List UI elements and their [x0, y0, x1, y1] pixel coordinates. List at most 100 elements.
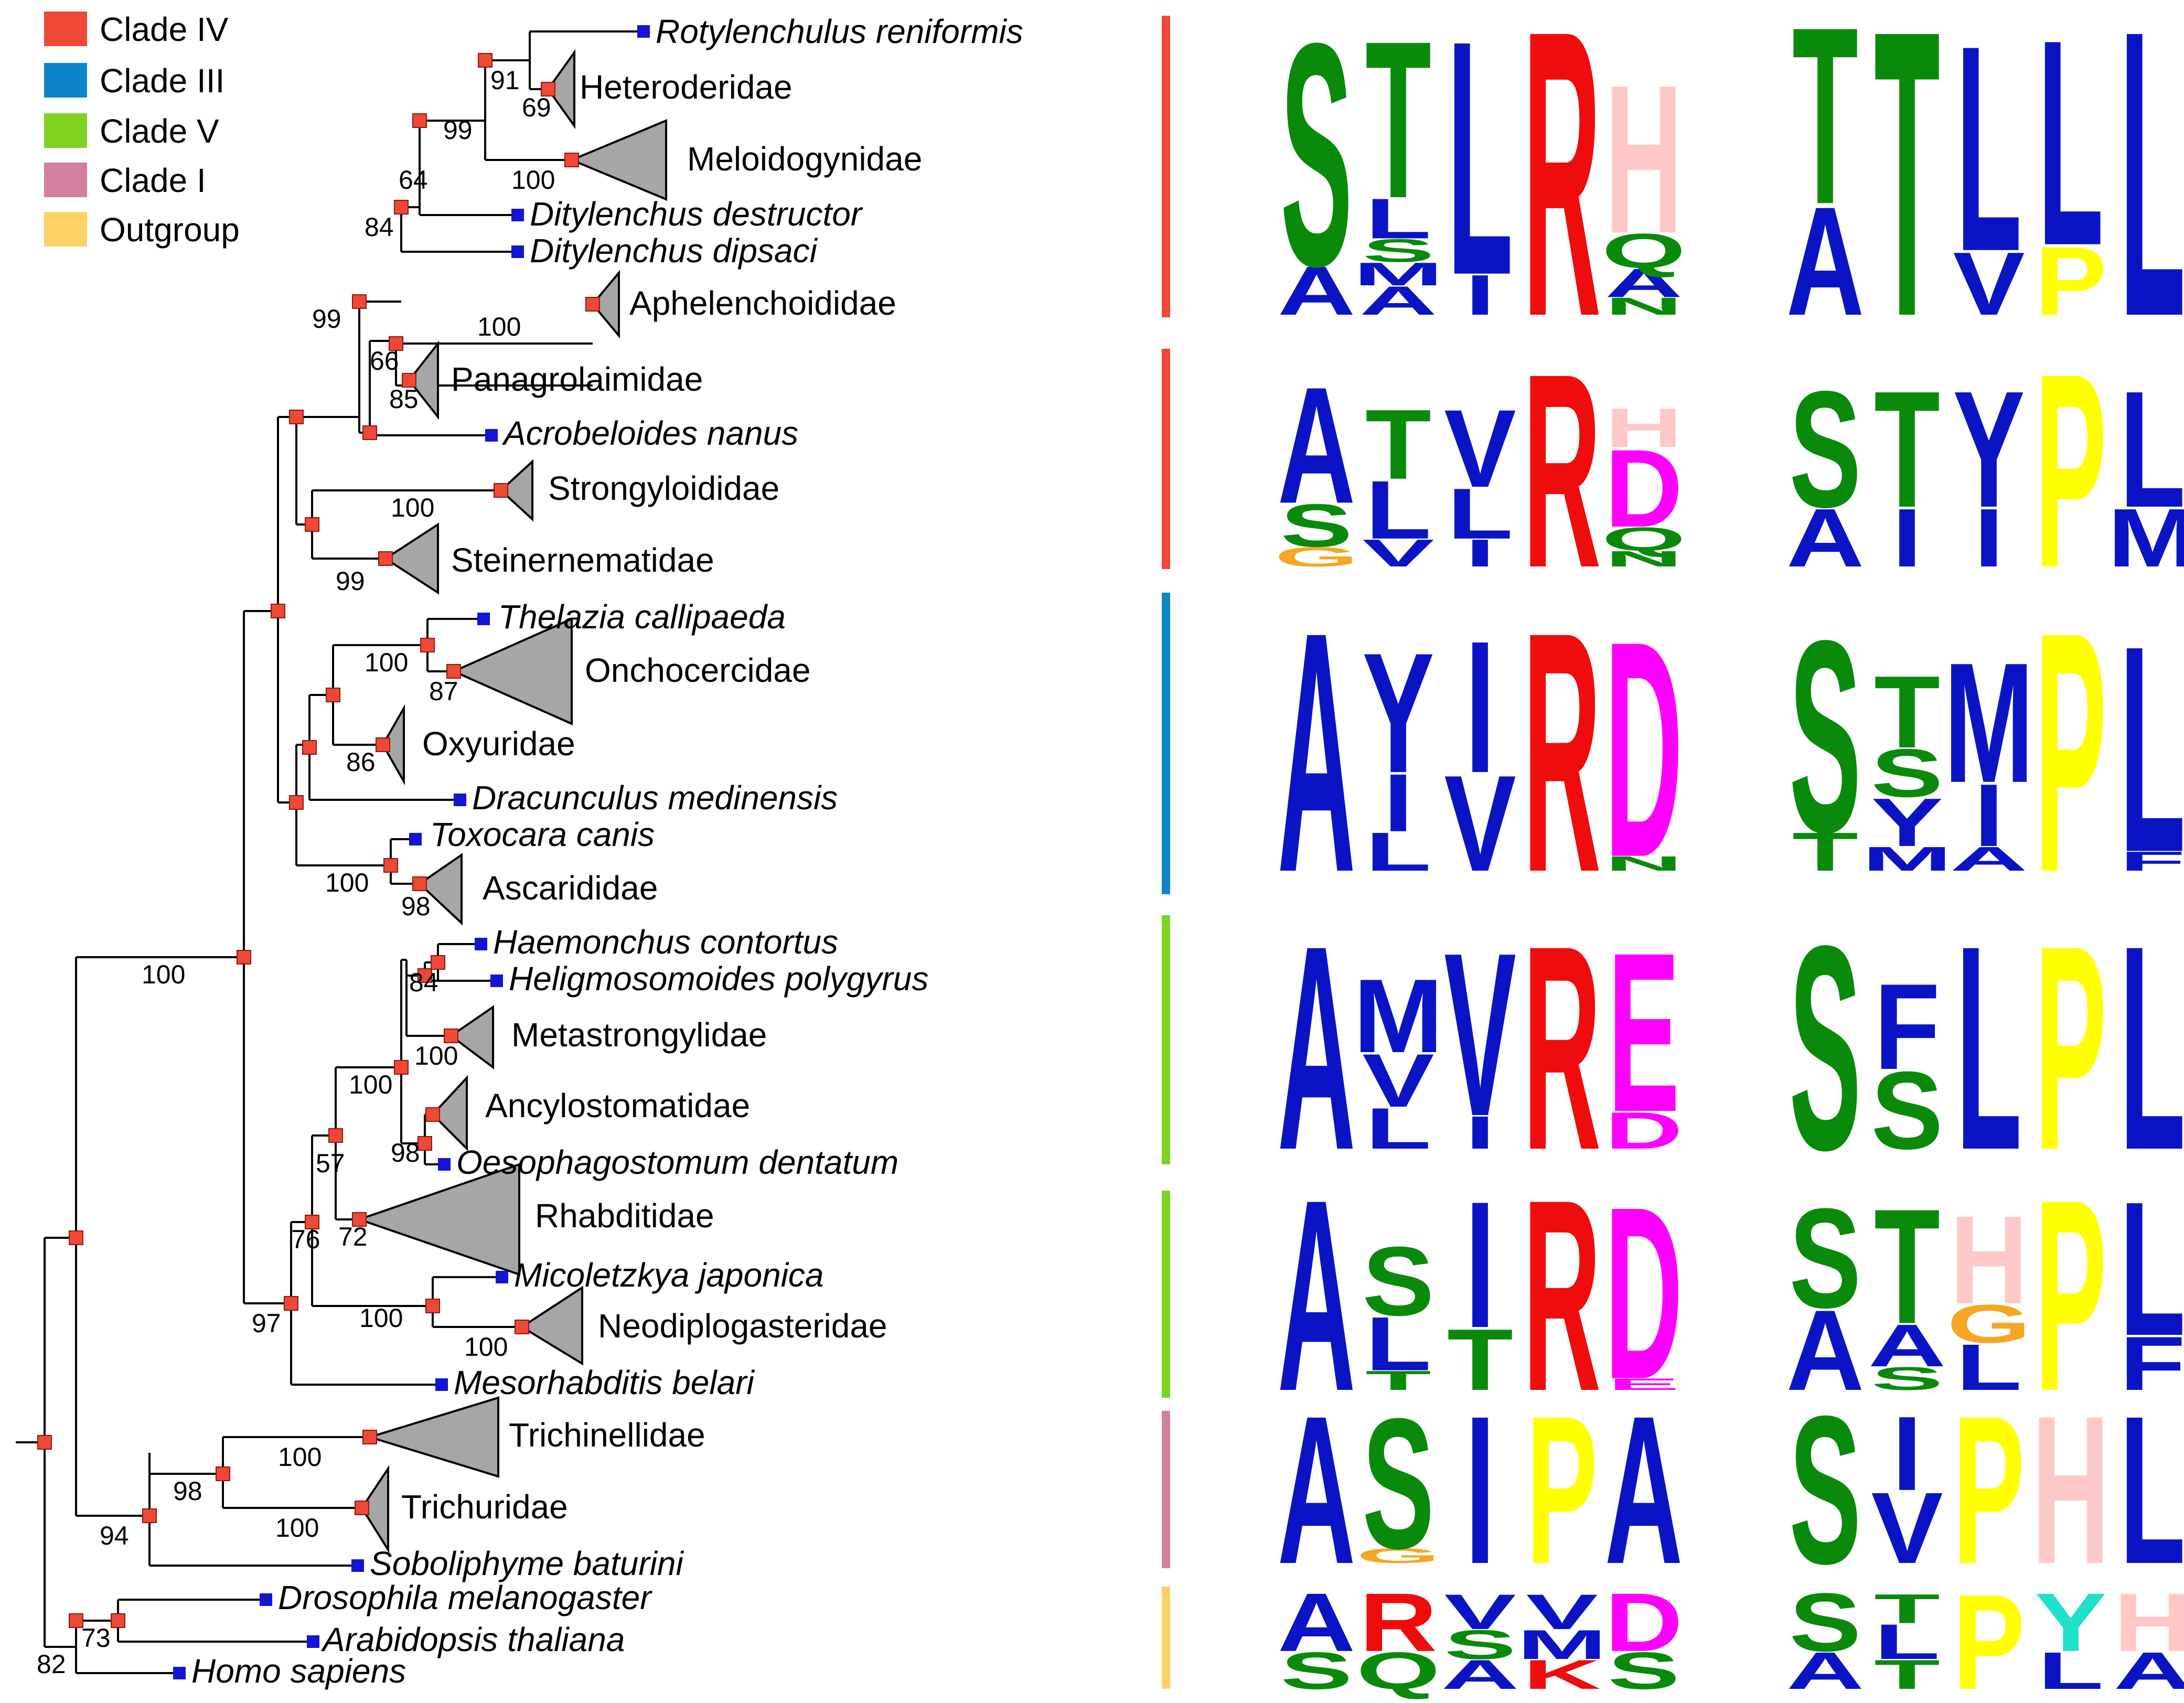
logo-letter: L	[1365, 187, 1431, 251]
bootstrap-value: 84	[409, 968, 438, 997]
triangle-steinernematidae	[383, 522, 439, 595]
bootstrap-value: 99	[336, 566, 365, 596]
logo-letter: V	[1871, 1472, 1943, 1585]
logo-letter: M	[1944, 627, 2034, 818]
bootstrap-value: 72	[338, 1222, 368, 1251]
bootstrap-value: 100	[142, 960, 185, 989]
logo-letter: K	[1523, 1652, 1601, 1698]
logo-letter: Q	[1602, 223, 1686, 279]
logo-letter: P	[2035, 1143, 2106, 1448]
logo-letter: L	[1365, 821, 1431, 882]
taxon-metastrongylidae: Metastrongylidae	[511, 1016, 767, 1054]
logo-letter: A	[1868, 1312, 1946, 1379]
logo-letter: Y	[2035, 1576, 2106, 1669]
logo-letter: S	[1362, 1380, 1434, 1588]
taxon-ditylenchus-dipsaci: Ditylenchus dipsaci	[530, 232, 818, 270]
logo-letter: D	[1605, 1101, 1683, 1160]
logo-letter: V	[1444, 904, 1516, 1165]
logo-letter: S	[1789, 885, 1861, 1211]
logo-letter: L	[1365, 464, 1431, 556]
taxon-drosophila-melanogaster: Drosophila melanogaster	[278, 1579, 652, 1616]
clade-bar-clade-v	[1162, 1191, 1170, 1398]
logo-letter: M	[2107, 491, 2184, 584]
logo-letter: A	[1278, 885, 1356, 1211]
logo-letter: E	[1608, 905, 1679, 1159]
bootstrap-values: 91 69 99 100 64 84 99 100 66 85 100 99 1…	[37, 66, 555, 1679]
logo-letter: I	[1892, 491, 1922, 584]
taxon-mesorhabditis-belari: Mesorhabditis belari	[454, 1364, 755, 1401]
logo-letter: I	[1465, 602, 1495, 812]
logo-letter: S	[1789, 1576, 1861, 1669]
legend-swatch-clade-v	[44, 113, 87, 148]
triangle-meloidogynidae	[569, 119, 667, 201]
legend-label-clade-iv: Clade IV	[100, 10, 229, 48]
logo-letter: S	[1280, 1642, 1352, 1700]
logo-letter: L	[1447, 474, 1513, 554]
logo-letter: A	[1441, 1652, 1519, 1698]
logo-letter: T	[1874, 0, 1940, 401]
taxon-onchocercidae: Onchocercidae	[585, 651, 810, 689]
bootstrap-value: 64	[399, 165, 428, 195]
taxon-rotylenchulus-reniformis: Rotylenchulus reniformis	[656, 13, 1023, 50]
logo-letter: G	[1947, 1293, 2031, 1355]
legend-swatch-clade-iv	[44, 12, 87, 46]
bootstrap-value: 87	[429, 677, 458, 706]
logo-letter: R	[1523, 885, 1601, 1211]
triangle-oxyuridae	[381, 704, 405, 786]
triangle-metastrongylidae	[449, 1005, 494, 1069]
bootstrap-value: 86	[346, 747, 376, 777]
logo-letter: H	[1605, 41, 1683, 278]
bootstrap-value: 98	[391, 1138, 420, 1168]
taxon-ascarididae: Ascarididae	[483, 869, 658, 907]
taxon-trichinellidae: Trichinellidae	[509, 1416, 705, 1454]
taxon-heteroderidae: Heteroderidae	[580, 68, 793, 106]
logo-letter: S	[1789, 1179, 1861, 1337]
bootstrap-value: 100	[325, 868, 369, 897]
logo-letter: N	[1605, 293, 1683, 320]
logo-letter: V	[1444, 1584, 1516, 1640]
logo-letter: I	[1892, 1395, 1922, 1513]
logo-letter: V	[1444, 387, 1516, 511]
logo-letter: A	[1786, 1642, 1865, 1700]
logo-letter: P	[1953, 1372, 2025, 1608]
logo-letter: S	[1871, 1361, 1943, 1397]
bootstrap-value: 100	[278, 1442, 322, 1472]
triangle-ascarididae	[417, 853, 463, 926]
logo-letter: L	[1365, 1096, 1431, 1161]
logo-letter: A	[1786, 174, 1865, 348]
logo-letter: H	[2032, 1372, 2110, 1608]
taxon-soboliphyme-baturini: Soboliphyme baturini	[370, 1545, 684, 1582]
logo-letter: H	[1605, 397, 1683, 459]
logo-letter: L	[1956, 1331, 2022, 1404]
logo-letter: M	[1353, 958, 1443, 1075]
logo-letter: D	[1605, 1155, 1683, 1430]
taxon-panagrolaimidae: Panagrolaimidae	[451, 360, 703, 398]
logo-letter: Q	[1602, 521, 1686, 558]
bootstrap-value: 99	[443, 115, 473, 145]
logo-letter: N	[1605, 852, 1683, 875]
clade-bar-clade-iv	[1162, 349, 1170, 569]
bootstrap-value: 100	[477, 312, 521, 341]
clade-bar-clade-iii	[1162, 593, 1170, 894]
taxon-haemonchus-contortus: Haemonchus contortus	[493, 923, 838, 961]
logo-letter: L	[2119, 1372, 2184, 1608]
bootstrap-value: 100	[359, 1303, 403, 1333]
logo-letter: T	[1874, 1175, 1940, 1358]
logo-letter: A	[1605, 260, 1683, 306]
logo-letter: D	[1605, 1576, 1683, 1669]
logo-letter: S	[1444, 1622, 1516, 1668]
logo-letter: L	[2038, 0, 2104, 307]
legend-swatch-outgroup	[44, 212, 87, 247]
logo-letter: L	[2119, 0, 2184, 401]
logo-letter: A	[1278, 561, 1356, 944]
bootstrap-value: 100	[365, 648, 408, 677]
taxon-acrobeloides-nanus: Acrobeloides nanus	[501, 414, 798, 452]
logo-letter: S	[1871, 1049, 1943, 1173]
logo-letter: G	[1275, 541, 1358, 572]
bootstrap-value: 57	[316, 1149, 345, 1178]
logo-letter: S	[1789, 1372, 1861, 1608]
bootstrap-value: 82	[37, 1650, 66, 1679]
clade-bar-clade-iv	[1162, 16, 1170, 317]
taxon-oesophagostomum-dentatum: Oesophagostomum dentatum	[456, 1143, 898, 1181]
